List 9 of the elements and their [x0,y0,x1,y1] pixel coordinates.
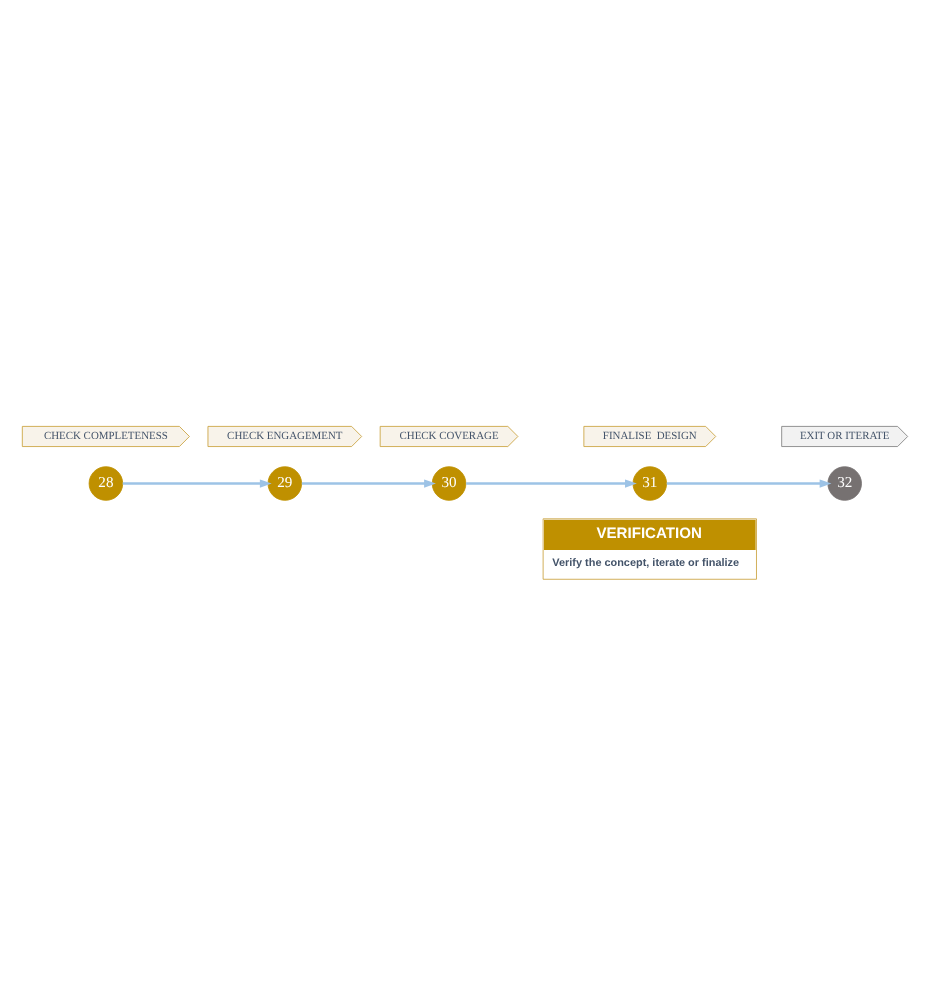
node-circle: 28 [88,465,124,500]
arrow [122,478,272,487]
node-circle: 32 [827,465,862,500]
arrow [466,478,637,487]
arrow [301,478,436,487]
node-circle: 31 [632,465,667,500]
arrow [666,478,832,487]
node-circle: 30 [431,465,467,500]
node-circle: 29 [267,465,303,500]
